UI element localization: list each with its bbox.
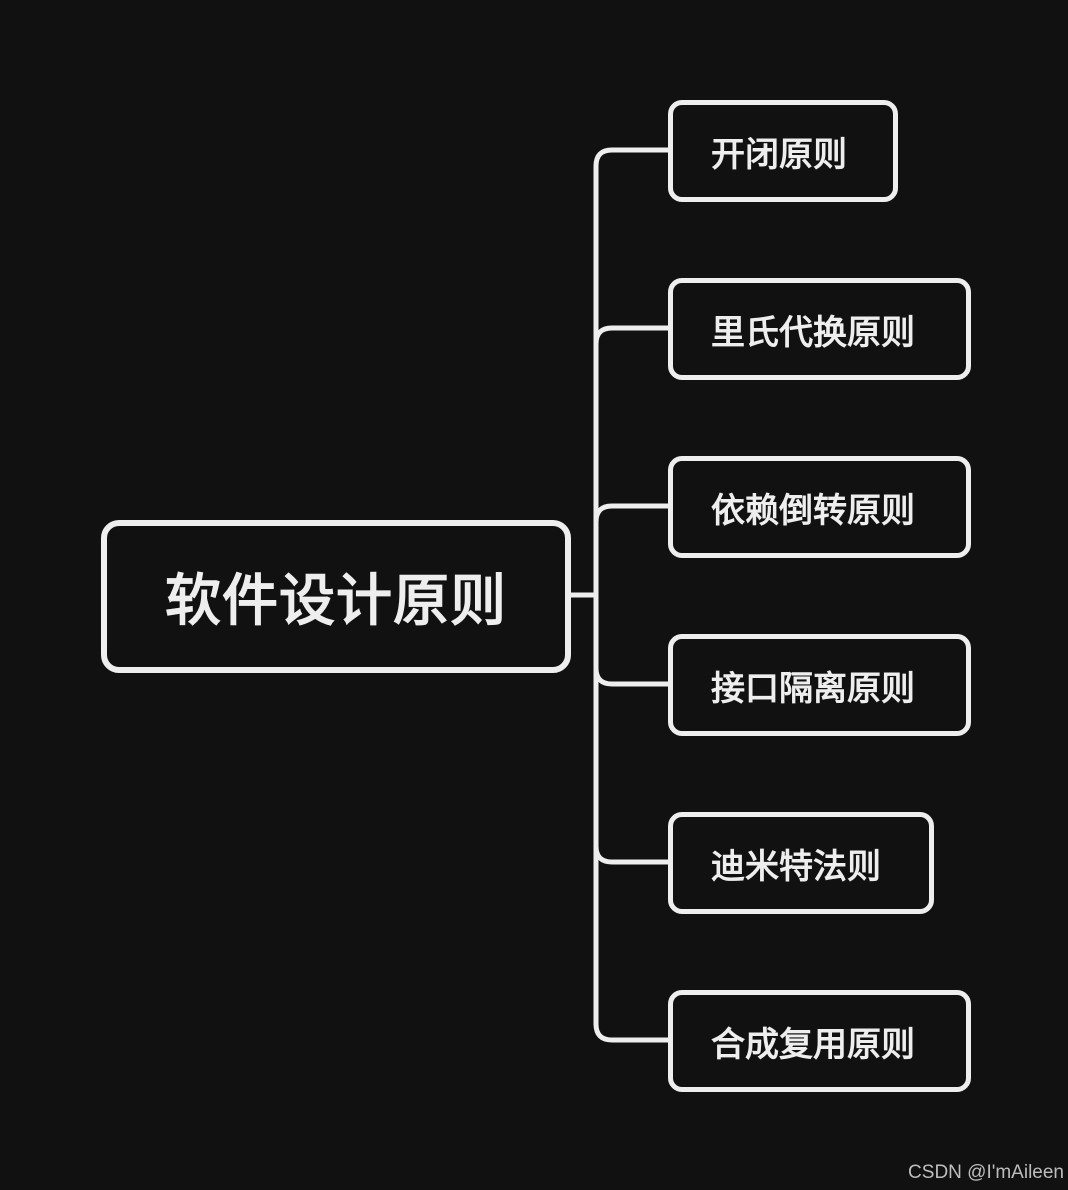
child-node-label: 接口隔离原则 (711, 668, 915, 709)
child-node-interface-segregation[interactable]: 接口隔离原则 (668, 634, 971, 736)
child-node-liskov[interactable]: 里氏代换原则 (668, 278, 971, 380)
branch-connector-5 (593, 845, 668, 865)
child-node-open-closed[interactable]: 开闭原则 (668, 100, 898, 202)
child-node-label: 开闭原则 (711, 134, 847, 175)
branch-connector-4 (593, 667, 668, 687)
branch-connector-6 (593, 1023, 668, 1043)
root-node[interactable]: 软件设计原则 (101, 520, 571, 673)
watermark-text: CSDN @I'mAileen (908, 1162, 1064, 1183)
branch-connector-2 (593, 325, 668, 345)
root-node-label: 软件设计原则 (165, 569, 507, 634)
child-node-composite-reuse[interactable]: 合成复用原则 (668, 990, 971, 1092)
child-node-label: 迪米特法则 (711, 846, 881, 887)
branch-connector-3 (593, 503, 668, 523)
child-node-demeter[interactable]: 迪米特法则 (668, 812, 934, 914)
child-node-label: 合成复用原则 (711, 1024, 915, 1065)
branch-connector-1 (593, 147, 668, 167)
child-node-label: 里氏代换原则 (711, 312, 915, 353)
child-node-label: 依赖倒转原则 (711, 490, 915, 531)
child-node-dependency-inversion[interactable]: 依赖倒转原则 (668, 456, 971, 558)
